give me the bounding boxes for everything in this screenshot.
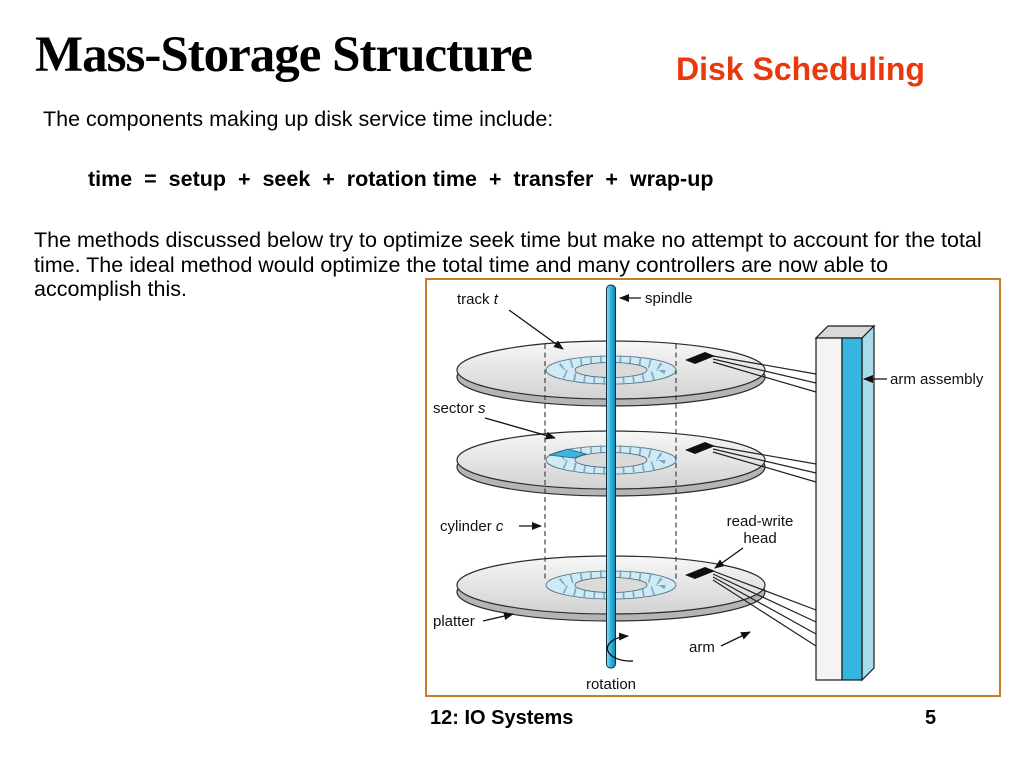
footer-page-number: 5 bbox=[925, 707, 937, 729]
disk-mechanism-figure: track t spindle sector s arm assembly cy… bbox=[425, 278, 1001, 697]
intro-text: The components making up disk service ti… bbox=[43, 107, 554, 131]
label-arm: arm bbox=[689, 631, 751, 656]
label-platter: platter bbox=[433, 612, 514, 630]
spindle-rod bbox=[606, 284, 616, 669]
disk-mechanism-diagram: track t spindle sector s arm assembly cy… bbox=[433, 284, 984, 693]
label-cylinder: cylinder c bbox=[440, 518, 542, 535]
label-track: track t bbox=[457, 291, 564, 350]
rotation-arrow bbox=[606, 632, 634, 662]
label-sector: sector s bbox=[433, 400, 556, 440]
service-time-formula: time = setup + seek + rotation time + tr… bbox=[88, 167, 714, 191]
label-arm-assembly: arm assembly bbox=[863, 371, 984, 388]
slide-title: Mass-Storage Structure bbox=[35, 27, 533, 83]
svg-text:arm assembly: arm assembly bbox=[890, 371, 984, 388]
body-paragraph: The methods discussed below try to optim… bbox=[34, 228, 982, 301]
svg-text:head: head bbox=[743, 530, 776, 547]
svg-text:track t: track t bbox=[457, 291, 499, 308]
label-read-write-head: read-write head bbox=[714, 513, 794, 569]
highlighted-sector bbox=[548, 448, 588, 459]
footer-course-label: 12: IO Systems bbox=[430, 707, 574, 729]
read-write-head-top bbox=[685, 352, 715, 364]
label-rotation: rotation bbox=[586, 676, 636, 693]
svg-text:spindle: spindle bbox=[645, 290, 693, 307]
svg-text:platter: platter bbox=[433, 613, 475, 630]
read-write-head-middle bbox=[685, 442, 715, 454]
slide-subtitle: Disk Scheduling bbox=[676, 51, 925, 87]
read-write-head-bottom bbox=[685, 567, 715, 579]
arm-bottom bbox=[712, 570, 817, 647]
arm-middle bbox=[712, 445, 817, 483]
arm-assembly-block bbox=[814, 324, 876, 682]
arm-top bbox=[712, 355, 817, 393]
label-spindle: spindle bbox=[619, 290, 693, 307]
svg-text:cylinder c: cylinder c bbox=[440, 518, 504, 535]
svg-text:sector s: sector s bbox=[433, 400, 486, 417]
svg-text:read-write: read-write bbox=[727, 513, 794, 530]
svg-text:arm: arm bbox=[689, 639, 715, 656]
